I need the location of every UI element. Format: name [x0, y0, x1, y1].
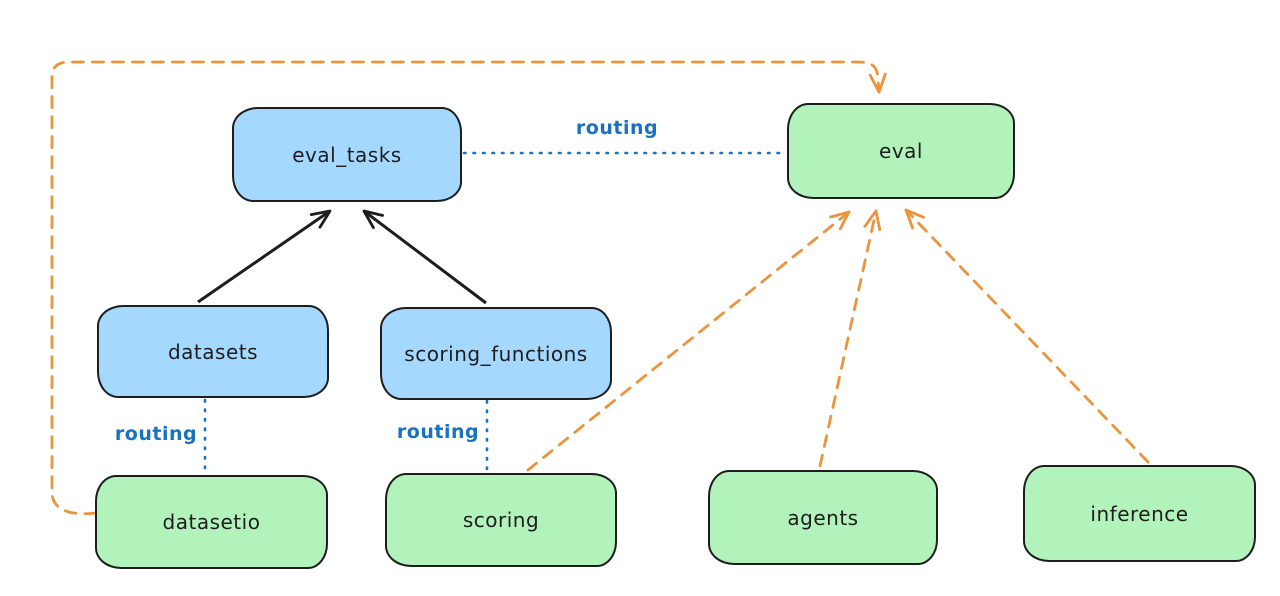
- node-datasets: datasets: [97, 305, 329, 398]
- node-datasets-label: datasets: [167, 339, 259, 364]
- node-eval-tasks-label: eval_tasks: [292, 142, 402, 167]
- edge-label-routing-datasetio: routing: [114, 423, 198, 445]
- node-eval-label: eval: [879, 139, 923, 163]
- edge-scoring-functions-to-eval-tasks: [362, 209, 487, 305]
- node-scoring-functions-label: scoring_functions: [404, 341, 588, 366]
- node-datasetio: datasetio: [95, 475, 328, 569]
- node-scoring-label: scoring: [462, 508, 540, 532]
- node-agents: agents: [708, 470, 938, 565]
- node-eval-tasks: eval_tasks: [232, 107, 462, 202]
- edge-label-routing-eval: routing: [575, 117, 659, 139]
- edge-inference-to-eval: [904, 208, 1150, 464]
- node-scoring-functions: scoring_functions: [380, 307, 612, 400]
- edge-label-routing-scoring: routing: [396, 421, 480, 443]
- node-inference: inference: [1023, 465, 1256, 562]
- edge-datasetio-to-eval: [50, 60, 887, 516]
- node-agents-label: agents: [787, 505, 859, 530]
- edge-scoring-to-eval: [526, 210, 851, 472]
- edge-datasets-to-eval-tasks: [197, 209, 332, 304]
- node-datasetio-label: datasetio: [162, 510, 261, 534]
- edge-agents-to-eval: [818, 209, 882, 468]
- node-scoring: scoring: [385, 473, 617, 567]
- node-inference-label: inference: [1090, 501, 1189, 526]
- node-eval: eval: [787, 103, 1015, 199]
